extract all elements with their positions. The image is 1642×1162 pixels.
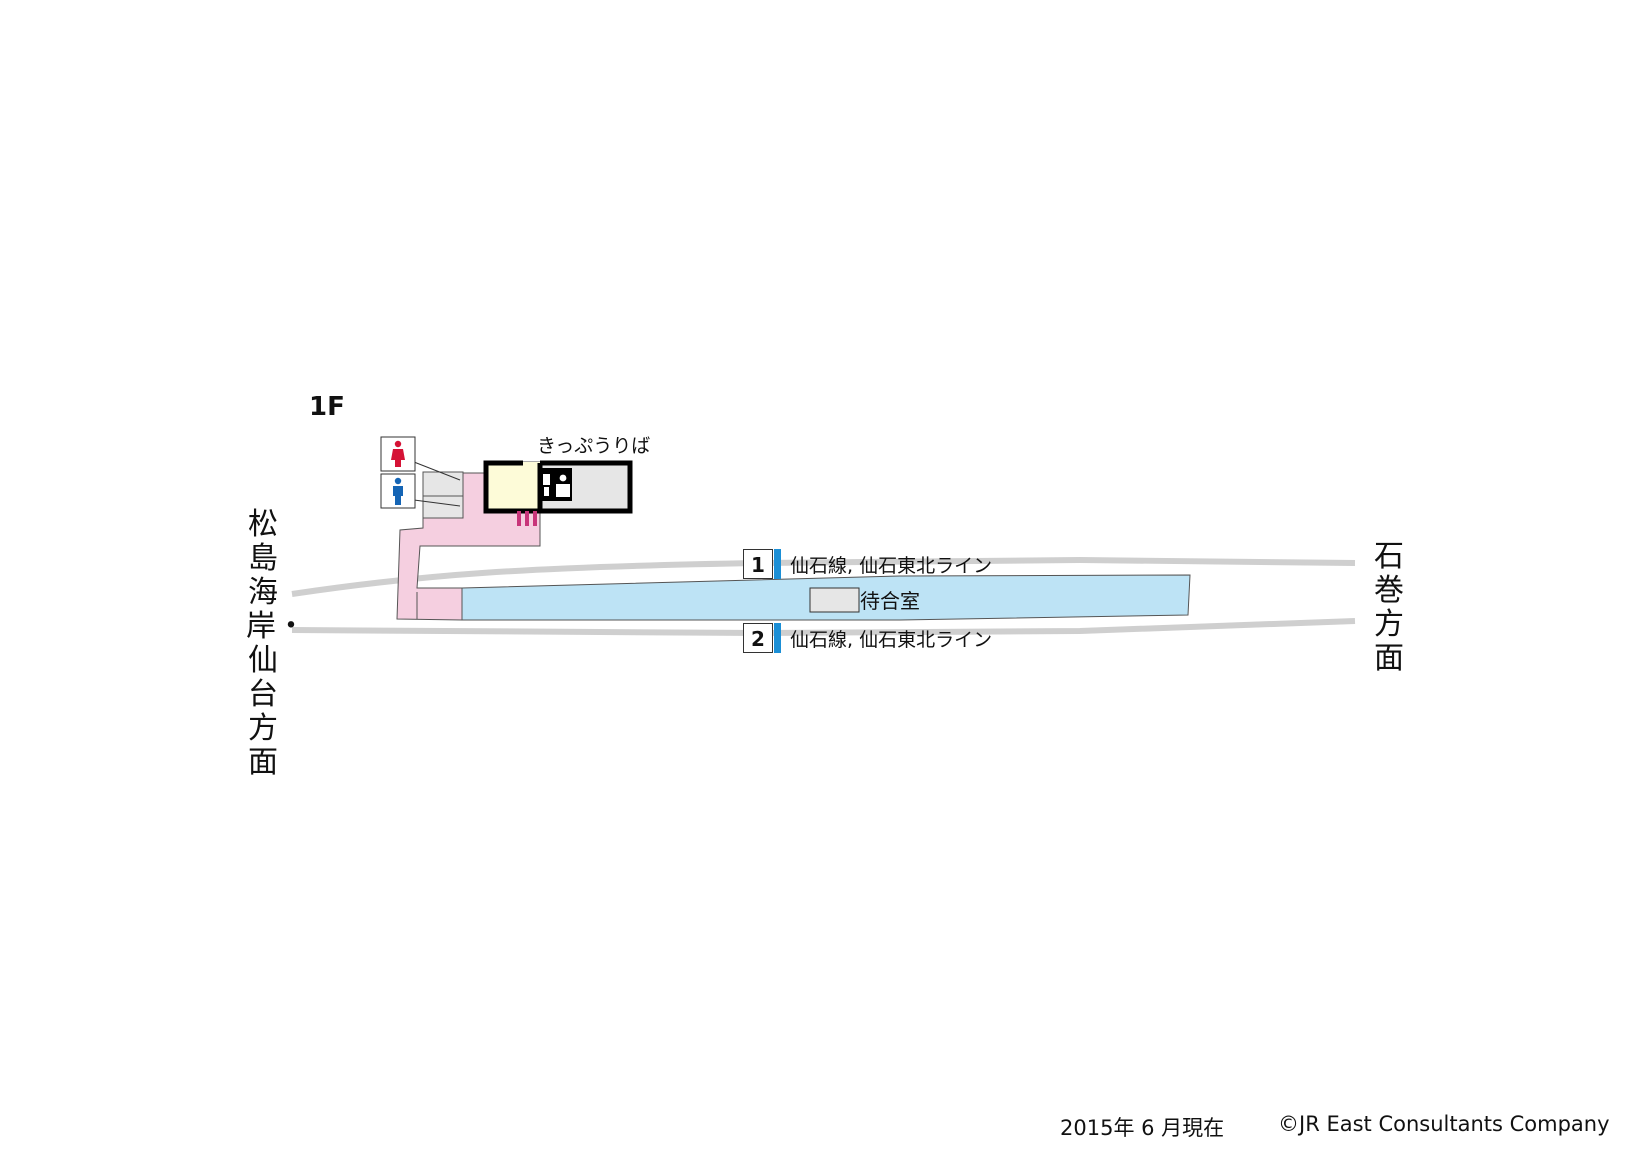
footer-date: 2015年 6 月現在 xyxy=(1060,1116,1225,1140)
ticket-office-icon xyxy=(539,468,572,501)
toilet-room-men xyxy=(422,495,464,519)
destination-right: 石巻方面 xyxy=(1374,539,1404,676)
destination-left: 松島海岸・仙台方面 xyxy=(246,507,306,780)
footer-copyright: ©JR East Consultants Company xyxy=(1278,1112,1610,1136)
track-2-line-name: 仙石線, 仙石東北ライン xyxy=(790,629,993,651)
ticket-area xyxy=(486,462,540,511)
track-1-marker xyxy=(774,549,781,579)
toilet-room-women xyxy=(422,471,464,497)
track-2-marker xyxy=(774,623,781,653)
track-2-number: 2 xyxy=(743,623,773,653)
track-1 xyxy=(291,556,1356,597)
waiting-room-label: 待合室 xyxy=(860,589,920,613)
waiting-room xyxy=(809,587,860,613)
ticket-gates xyxy=(517,511,537,526)
track-1-number: 1 xyxy=(743,549,773,579)
floor-label: 1F xyxy=(309,392,345,422)
ticket-office-label: きっぷうりば xyxy=(537,435,651,457)
women-toilet-icon xyxy=(380,436,416,472)
track-1-line-name: 仙石線, 仙石東北ライン xyxy=(790,555,993,577)
men-toilet-icon xyxy=(380,473,416,509)
track-2 xyxy=(291,618,1356,637)
